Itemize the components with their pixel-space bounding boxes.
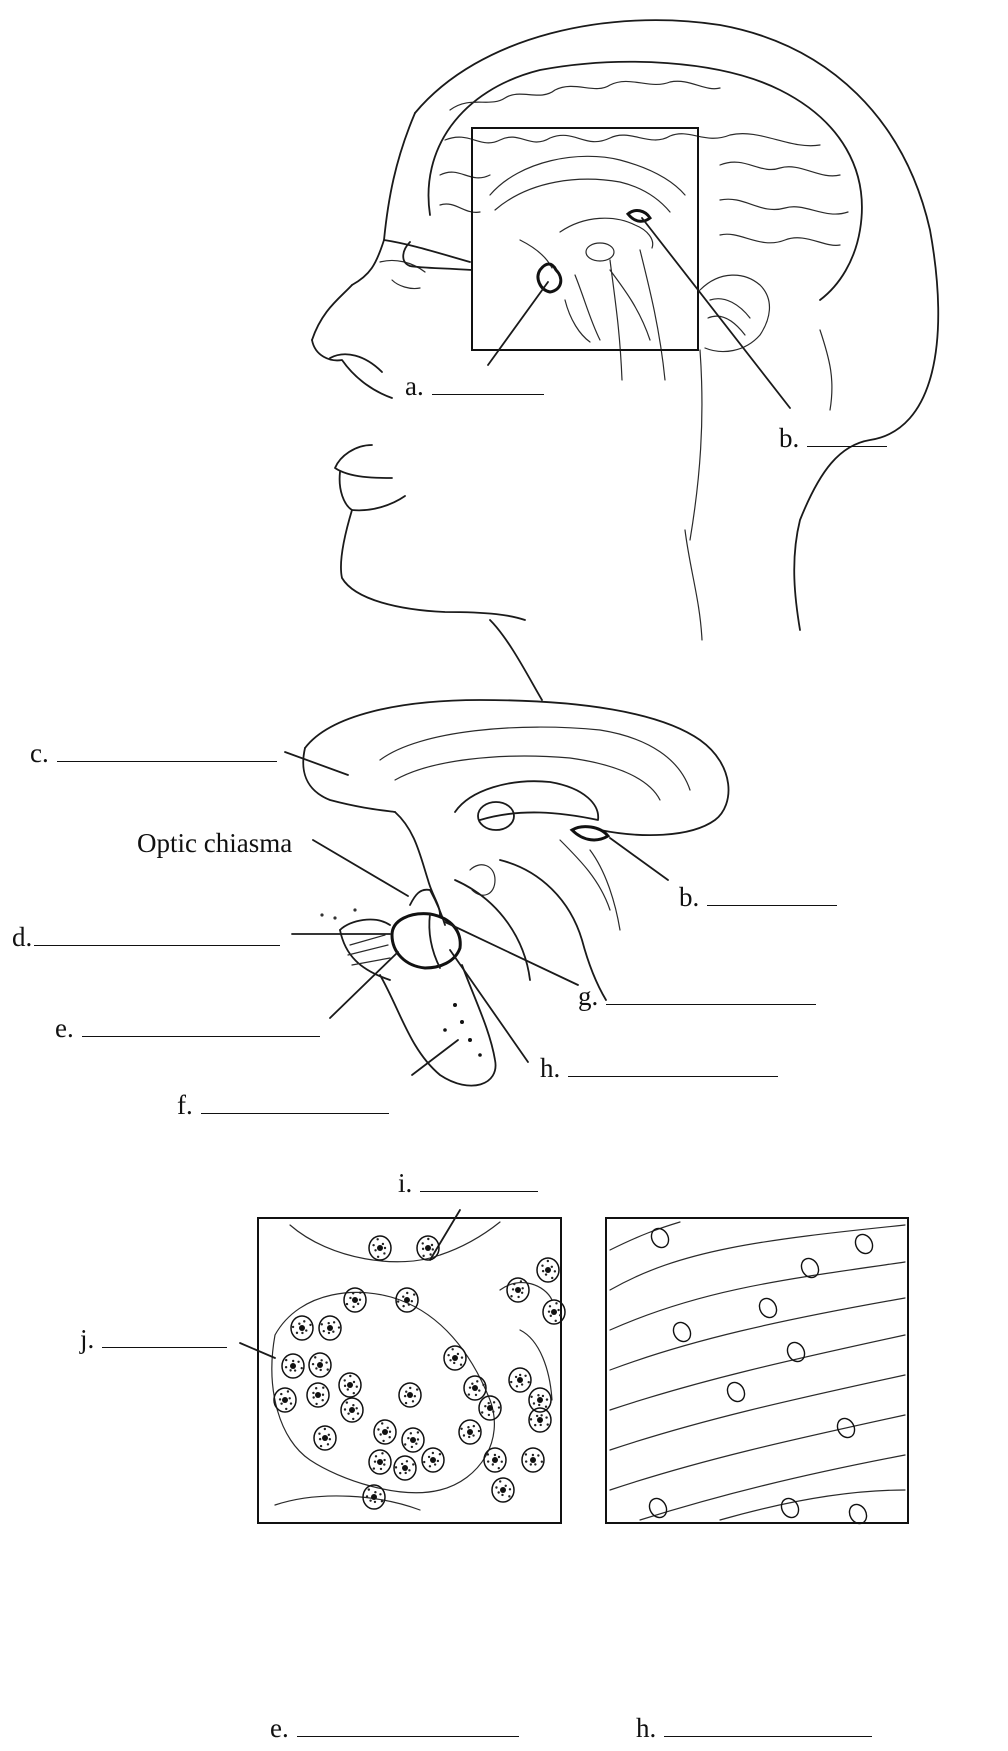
answer-blank-e-bottom[interactable] [297,1735,519,1737]
nucleus [522,1448,544,1472]
answer-blank-b-top[interactable] [807,445,887,447]
nucleus [307,1383,329,1407]
pituicyte-nucleus [646,1495,670,1520]
nucleus [507,1278,529,1302]
pituicyte-nucleus [756,1295,780,1320]
nucleus [274,1388,296,1412]
nucleus [484,1448,506,1472]
answer-blank-h-mid[interactable] [568,1075,778,1077]
label-j: j. [80,1326,227,1353]
nucleus [309,1353,331,1377]
label-d-text: d. [12,922,32,952]
nucleus [464,1376,486,1400]
nucleus [537,1258,559,1282]
nucleus [394,1456,416,1480]
label-d: d. [12,924,280,951]
nucleus [509,1368,531,1392]
label-c: c. [30,740,277,767]
answer-blank-b-mid[interactable] [707,904,837,906]
nucleus [399,1383,421,1407]
nucleus [282,1354,304,1378]
answer-blank-a[interactable] [432,393,544,395]
label-e-mid-text: e. [55,1013,74,1043]
answer-blank-e-mid[interactable] [82,1035,320,1037]
answer-blank-d[interactable] [34,944,280,946]
nucleus [479,1396,501,1420]
answer-blank-j[interactable] [102,1346,227,1348]
label-e-mid: e. [55,1015,320,1042]
label-b-top: b. [779,425,887,452]
nucleus [344,1288,366,1312]
label-b-mid: b. [679,884,837,911]
label-h-mid: h. [540,1055,778,1082]
nucleus [543,1300,565,1324]
nucleus [291,1316,313,1340]
pituicyte-nucleus [670,1319,694,1344]
label-optic-chiasma: Optic chiasma [137,830,292,857]
label-g-text: g. [578,981,598,1011]
label-b-mid-text: b. [679,882,699,912]
nucleus [459,1420,481,1444]
nucleus [369,1236,391,1260]
label-b-top-text: b. [779,423,799,453]
nucleus [369,1450,391,1474]
nucleus [339,1373,361,1397]
label-c-text: c. [30,738,49,768]
answer-blank-i[interactable] [420,1190,538,1192]
label-f: f. [177,1092,389,1119]
pituicyte-nucleus [778,1495,802,1520]
nucleus [374,1420,396,1444]
answer-blank-h-bottom[interactable] [664,1735,872,1737]
pituicyte-nucleus [648,1225,672,1250]
pituicyte-nucleus [784,1339,808,1364]
pituicyte-nucleus [798,1255,822,1280]
nucleus [402,1428,424,1452]
pituicyte-nucleus [846,1501,870,1526]
label-h-bottom-text: h. [636,1713,656,1743]
answer-blank-f[interactable] [201,1112,389,1114]
nucleus [319,1316,341,1340]
pituicyte-nucleus [834,1415,858,1440]
label-a: a. [405,373,544,400]
pituicyte-nucleus [724,1379,748,1404]
nucleus [363,1485,385,1509]
nucleus [444,1346,466,1370]
answer-blank-c[interactable] [57,760,277,762]
label-f-text: f. [177,1090,193,1120]
label-j-text: j. [80,1324,94,1354]
label-h-mid-text: h. [540,1053,560,1083]
label-i: i. [398,1170,538,1197]
label-i-text: i. [398,1168,412,1198]
nucleus [396,1288,418,1312]
nucleus [422,1448,444,1472]
nucleus [417,1236,439,1260]
label-a-text: a. [405,371,424,401]
label-h-bottom: h. [636,1715,872,1742]
label-g: g. [578,983,816,1010]
answer-blank-g[interactable] [606,1003,816,1005]
nucleus [341,1398,363,1422]
label-e-bottom: e. [270,1715,519,1742]
label-e-bottom-text: e. [270,1713,289,1743]
nucleus [314,1426,336,1450]
nucleus [492,1478,514,1502]
pituicyte-nucleus [852,1231,876,1256]
